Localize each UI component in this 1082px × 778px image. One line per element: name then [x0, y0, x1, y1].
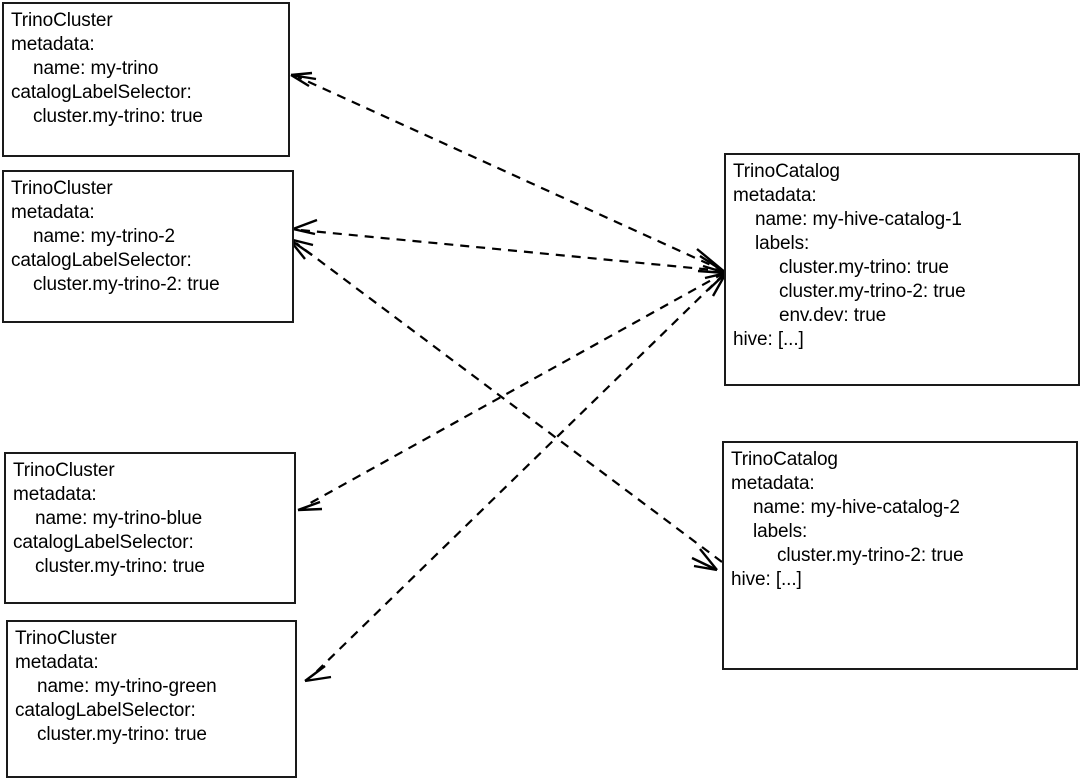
node-line: catalogLabelSelector: — [15, 700, 196, 721]
node-line: metadata: — [15, 652, 99, 673]
node-line: catalogLabelSelector: — [11, 82, 192, 103]
node-line: hive: [...] — [731, 569, 802, 590]
node-body: TrinoCatalog metadata: name: my-hive-cat… — [726, 159, 1078, 352]
node-body: TrinoCluster metadata: name: my-trino ca… — [4, 8, 288, 129]
node-line: TrinoCluster — [13, 460, 115, 481]
node-line: catalogLabelSelector: — [11, 250, 192, 271]
node-line: metadata: — [11, 202, 95, 223]
node-body: TrinoCatalog metadata: name: my-hive-cat… — [724, 447, 1076, 592]
node-line: labels: — [755, 233, 810, 254]
node-line: metadata: — [13, 484, 97, 505]
node-line: catalogLabelSelector: — [13, 532, 194, 553]
node-line: cluster.my-trino: true — [33, 106, 203, 127]
node-line: TrinoCatalog — [733, 161, 840, 182]
node-cluster-my-trino[interactable]: TrinoCluster metadata: name: my-trino ca… — [2, 2, 290, 157]
edge-catalog1-to-my-trino — [290, 71, 725, 273]
node-line: cluster.my-trino: true — [35, 556, 205, 577]
node-line: cluster.my-trino: true — [779, 257, 949, 278]
node-line: TrinoCluster — [11, 178, 113, 199]
node-line: name: my-hive-catalog-2 — [753, 497, 960, 518]
node-line: metadata: — [733, 185, 817, 206]
node-cluster-my-trino-2[interactable]: TrinoCluster metadata: name: my-trino-2 … — [2, 170, 294, 323]
edge-catalog1-to-my-trino-2 — [292, 218, 725, 273]
node-cluster-my-trino-green[interactable]: TrinoCluster metadata: name: my-trino-gr… — [6, 620, 297, 778]
arrowhead-into-catalog2 — [691, 548, 718, 572]
node-line: name: my-hive-catalog-1 — [755, 209, 962, 230]
node-line: hive: [...] — [733, 329, 804, 350]
arrowhead-into-catalog1 — [696, 248, 728, 297]
node-line: name: my-trino-green — [37, 676, 217, 697]
node-body: TrinoCluster metadata: name: my-trino-bl… — [6, 458, 294, 579]
node-line: TrinoCatalog — [731, 449, 838, 470]
node-line: TrinoCluster — [15, 628, 117, 649]
node-body: TrinoCluster metadata: name: my-trino-gr… — [8, 626, 295, 747]
node-cluster-my-trino-blue[interactable]: TrinoCluster metadata: name: my-trino-bl… — [4, 452, 296, 604]
node-line: labels: — [753, 521, 808, 542]
node-line: name: my-trino — [33, 58, 159, 79]
edge-catalog1-to-my-trino-blue — [297, 272, 725, 512]
node-line: name: my-trino-blue — [35, 508, 203, 529]
node-line: cluster.my-trino-2: true — [33, 274, 220, 295]
node-line: metadata: — [11, 34, 95, 55]
node-catalog-my-hive-catalog-2[interactable]: TrinoCatalog metadata: name: my-hive-cat… — [722, 441, 1078, 670]
node-body: TrinoCluster metadata: name: my-trino-2 … — [4, 176, 292, 297]
node-line: cluster.my-trino-2: true — [779, 281, 966, 302]
node-line: cluster.my-trino-2: true — [777, 545, 964, 566]
node-line: name: my-trino-2 — [33, 226, 175, 247]
edge-catalog2-to-my-trino-2 — [288, 237, 723, 563]
node-line: env.dev: true — [779, 305, 887, 326]
node-line: cluster.my-trino: true — [37, 724, 207, 745]
node-line: TrinoCluster — [11, 10, 113, 31]
edge-catalog1-to-my-trino-green — [304, 273, 725, 683]
node-line: metadata: — [731, 473, 815, 494]
node-catalog-my-hive-catalog-1[interactable]: TrinoCatalog metadata: name: my-hive-cat… — [724, 153, 1080, 386]
